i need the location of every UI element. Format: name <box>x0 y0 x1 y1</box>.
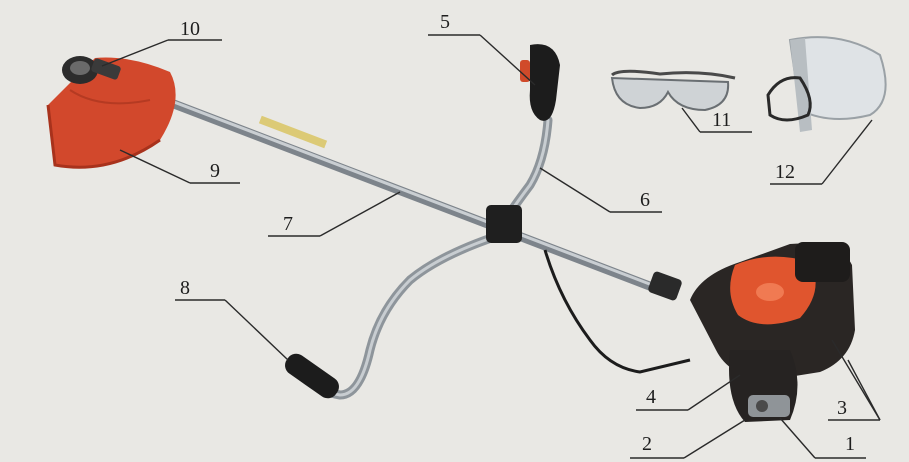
starter-housing <box>748 395 790 417</box>
callout-5-label: 5 <box>440 11 450 33</box>
callout-12-label: 12 <box>775 161 795 183</box>
starter-knob <box>756 400 768 412</box>
callout-1-label: 1 <box>845 433 855 455</box>
callout-10-label: 10 <box>180 18 200 40</box>
engine-cover-highlight <box>756 283 784 301</box>
callout-6-label: 6 <box>640 189 650 211</box>
callout-7-label: 7 <box>283 213 293 235</box>
callout-11-label: 11 <box>712 109 731 131</box>
callout-2-label: 2 <box>642 433 652 455</box>
handlebar-clamp <box>486 205 522 243</box>
callout-9-label: 9 <box>210 160 220 182</box>
callout-8-label: 8 <box>180 277 190 299</box>
callout-4-label: 4 <box>646 386 656 408</box>
fuel-tank-cap-area <box>795 242 850 282</box>
callout-3-label: 3 <box>837 397 847 419</box>
